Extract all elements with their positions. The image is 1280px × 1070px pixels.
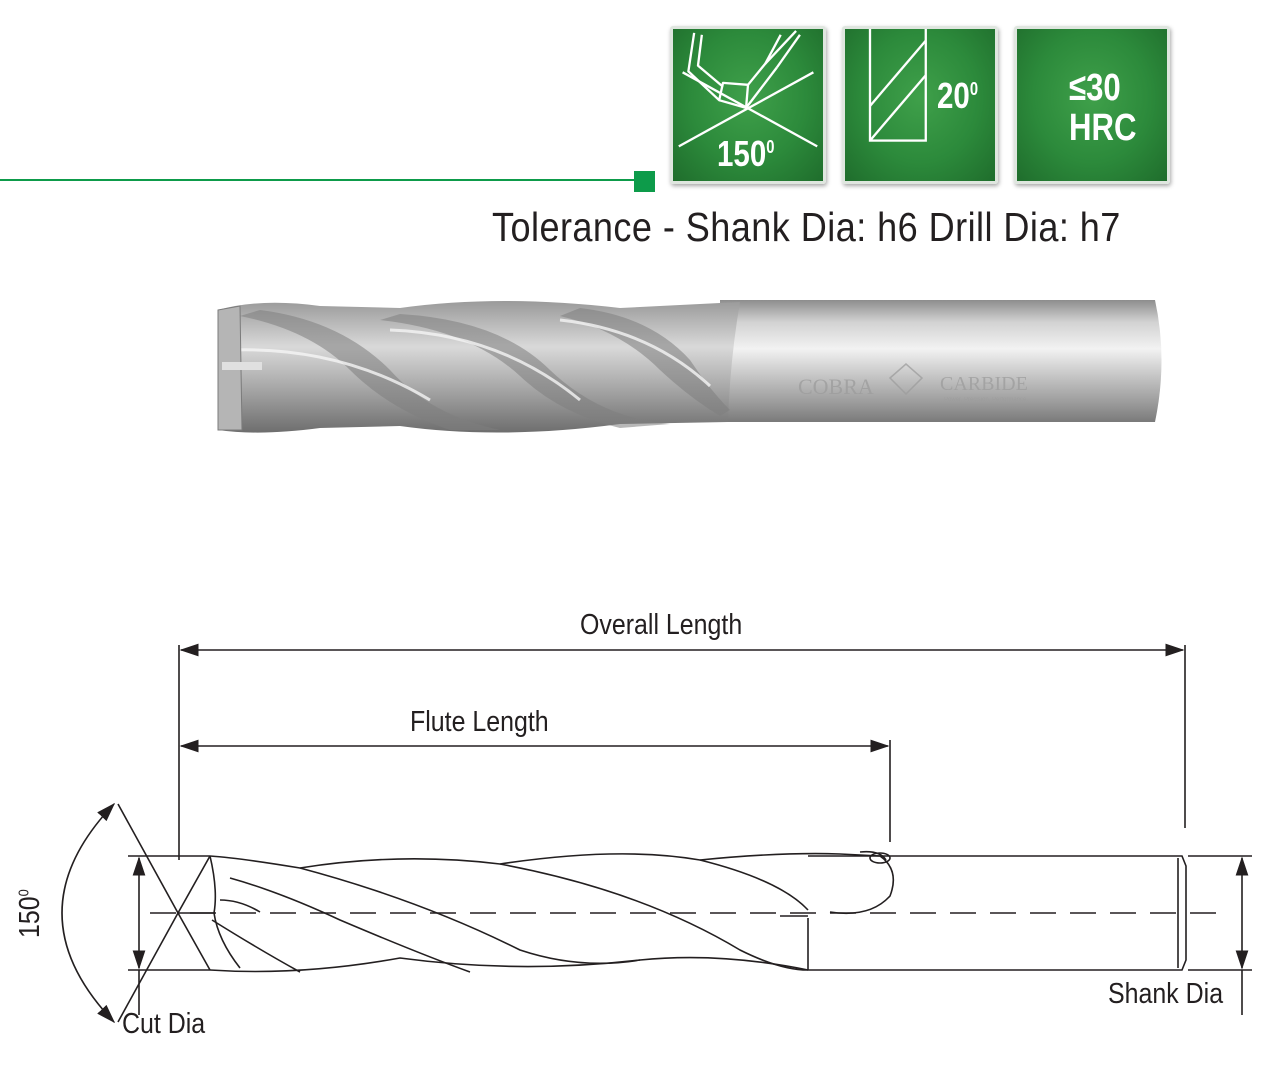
header-rule-marker xyxy=(634,171,655,192)
technical-drawing xyxy=(61,643,1252,1024)
hardness-unit: HRC xyxy=(1069,107,1137,149)
cut-dia-label: Cut Dia xyxy=(122,1008,206,1040)
brand-left: COBRA xyxy=(798,374,874,399)
hardness-value: ≤30 xyxy=(1069,67,1121,109)
shank-outline xyxy=(808,855,1187,971)
point-angle-label: 1500 xyxy=(14,889,47,938)
helix-angle-degree: 0 xyxy=(969,79,979,99)
flute-length-label: Flute Length xyxy=(410,706,549,738)
point-angle-arc xyxy=(61,802,116,1024)
tolerance-text: Tolerance - Shank Dia: h6 Drill Dia: h7 xyxy=(492,204,1121,250)
helix-angle-value: 20 xyxy=(937,75,970,116)
shank-dia-label: Shank Dia xyxy=(1108,978,1224,1010)
point-angle-value: 150 xyxy=(717,133,767,174)
flute-outline-bottom xyxy=(209,956,809,973)
point-angle-label-value: 150 xyxy=(14,896,46,938)
brand-tagline: Power. Precision. Performance. xyxy=(944,397,1028,403)
point-angle-badge: 1500 xyxy=(670,26,826,184)
helix-angle-badge: 200 xyxy=(842,26,998,184)
drill-point-icon xyxy=(678,30,818,148)
helix-flute-icon xyxy=(868,29,927,142)
hardness-badge: ≤30 HRC xyxy=(1014,26,1170,184)
point-angle-degree: 0 xyxy=(766,137,775,157)
shank-body xyxy=(720,300,1162,422)
overall-length-label: Overall Length xyxy=(580,609,743,641)
header-rule xyxy=(0,179,636,181)
brand-logo-icon xyxy=(888,363,924,396)
fluted-section xyxy=(218,301,740,433)
point-angle-label-degree: 0 xyxy=(15,889,33,897)
brand-right: CARBIDE xyxy=(940,373,1028,395)
flute-outline-top xyxy=(209,852,895,915)
drill-product-image: COBRA CARBIDE Power. Precision. Performa… xyxy=(217,300,1162,433)
